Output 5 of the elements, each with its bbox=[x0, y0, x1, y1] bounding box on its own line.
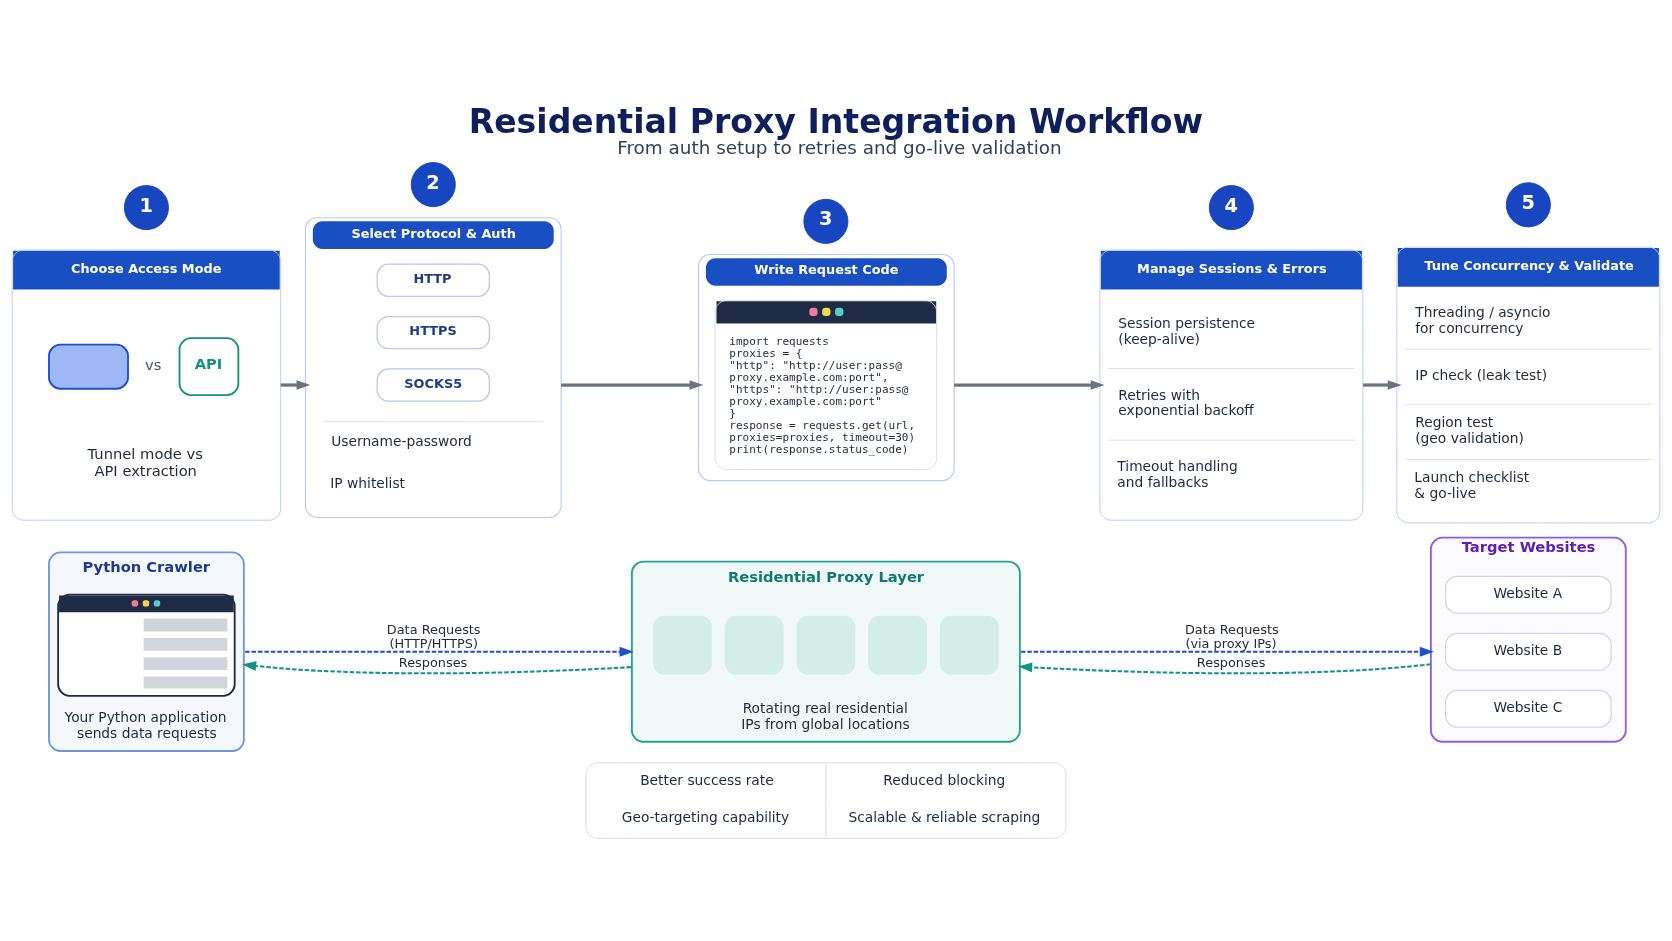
edge-label: Responses bbox=[1196, 654, 1266, 670]
edge-label: Data Requests (HTTP/HTTPS) bbox=[386, 621, 481, 651]
edge-label: Responses bbox=[398, 654, 468, 670]
edge-label: Data Requests (via proxy IPs) bbox=[1184, 621, 1279, 651]
diagram-title: Residential Proxy Integration Workflow bbox=[468, 101, 1204, 141]
